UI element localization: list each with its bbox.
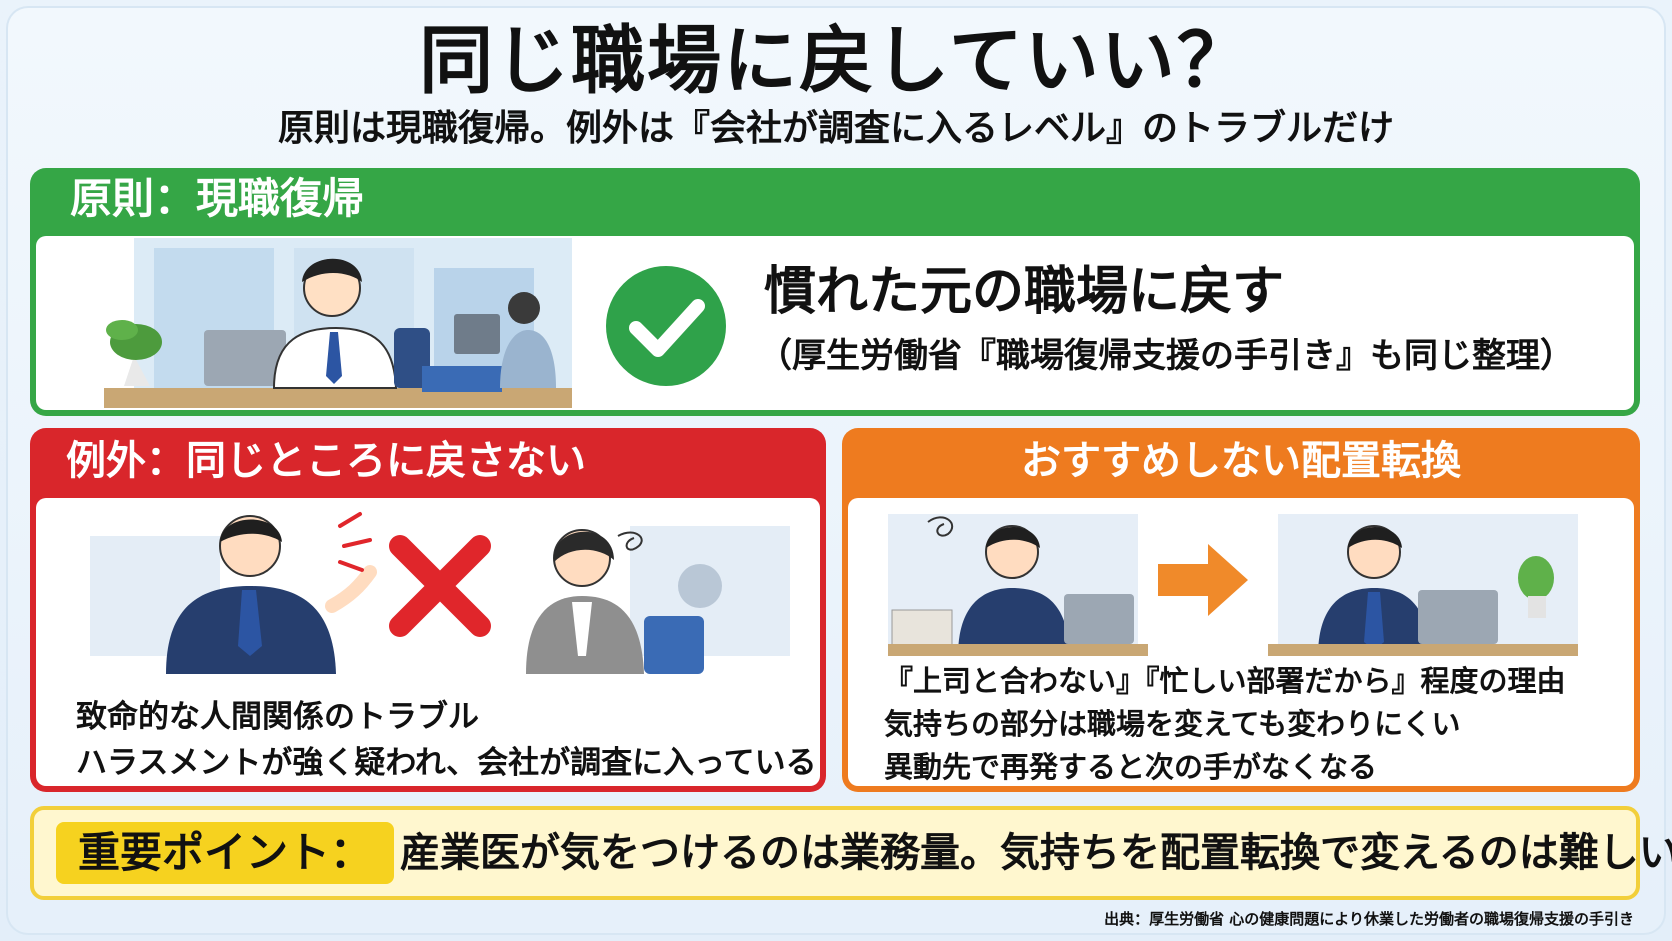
not-recommended-line: 異動先で再発すると次の手がなくなる xyxy=(884,750,1378,784)
principle-body: 慣れた元の職場に戻す （厚生労働省『職場復帰支援の手引き』も同じ整理） xyxy=(36,236,1634,410)
not-recommended-lines: 『上司と合わない』『忙しい部署だから』程度の理由 気持ちの部分は職場を変えても変… xyxy=(884,660,1566,789)
exception-lines: 致命的な人間関係のトラブル ハラスメントが強く疑われ、会社が調査に入っている xyxy=(76,694,817,786)
principle-main-text: 慣れた元の職場に戻す xyxy=(764,262,1285,322)
principle-panel: 原則：現職復帰 慣れた元の職場に戻す （厚生労働省『職場復 xyxy=(30,168,1640,416)
not-recommended-line: 『上司と合わない』『忙しい部署だから』程度の理由 xyxy=(884,664,1566,698)
key-point-label: 重要ポイント： xyxy=(56,822,395,884)
source-citation: 出典：厚生労働省 心の健康問題により休業した労働者の職場復帰支援の手引き xyxy=(1104,910,1634,928)
key-point-banner: 重要ポイント： 産業医が気をつけるのは業務量。気持ちを配置転換で変えるのは難しい xyxy=(30,806,1672,900)
stress-scribble-icon xyxy=(617,531,643,551)
exception-panel: 例外：同じところに戻さない 致命的な人間関係のトラブル ハラスメントが強く疑われ… xyxy=(30,428,826,792)
transfer-illustration xyxy=(888,514,1578,656)
not-recommended-body: 『上司と合わない』『忙しい部署だから』程度の理由 気持ちの部分は職場を変えても変… xyxy=(848,498,1634,786)
cross-icon xyxy=(389,535,491,637)
not-recommended-line: 気持ちの部分は職場を変えても変わりにくい xyxy=(884,707,1461,741)
key-point-text: 産業医が気をつけるのは業務量。気持ちを配置転換で変えるのは難しい xyxy=(400,830,1672,876)
principle-sub-text: （厚生労働省『職場復帰支援の手引き』も同じ整理） xyxy=(758,336,1574,376)
office-worker-illustration xyxy=(104,238,572,408)
check-icon xyxy=(606,266,726,386)
exception-line: 致命的な人間関係のトラブル xyxy=(76,699,479,735)
exception-line: ハラスメントが強く疑われ、会社が調査に入っている xyxy=(76,745,817,781)
exception-heading: 例外：同じところに戻さない xyxy=(66,438,586,484)
page-subtitle: 原則は現職復帰。例外は『会社が調査に入るレベル』のトラブルだけ xyxy=(277,108,1394,149)
arrow-right-icon xyxy=(1158,544,1248,616)
not-recommended-panel: おすすめしない配置転換 『上司と合わない』『忙しい部署だから』程度の xyxy=(842,428,1640,792)
conflict-illustration xyxy=(90,512,790,674)
page-title: 同じ職場に戻していい？ xyxy=(419,18,1253,104)
principle-heading: 原則：現職復帰 xyxy=(70,174,365,223)
not-recommended-heading: おすすめしない配置転換 xyxy=(1021,438,1461,484)
exception-body: 致命的な人間関係のトラブル ハラスメントが強く疑われ、会社が調査に入っている xyxy=(36,498,820,786)
